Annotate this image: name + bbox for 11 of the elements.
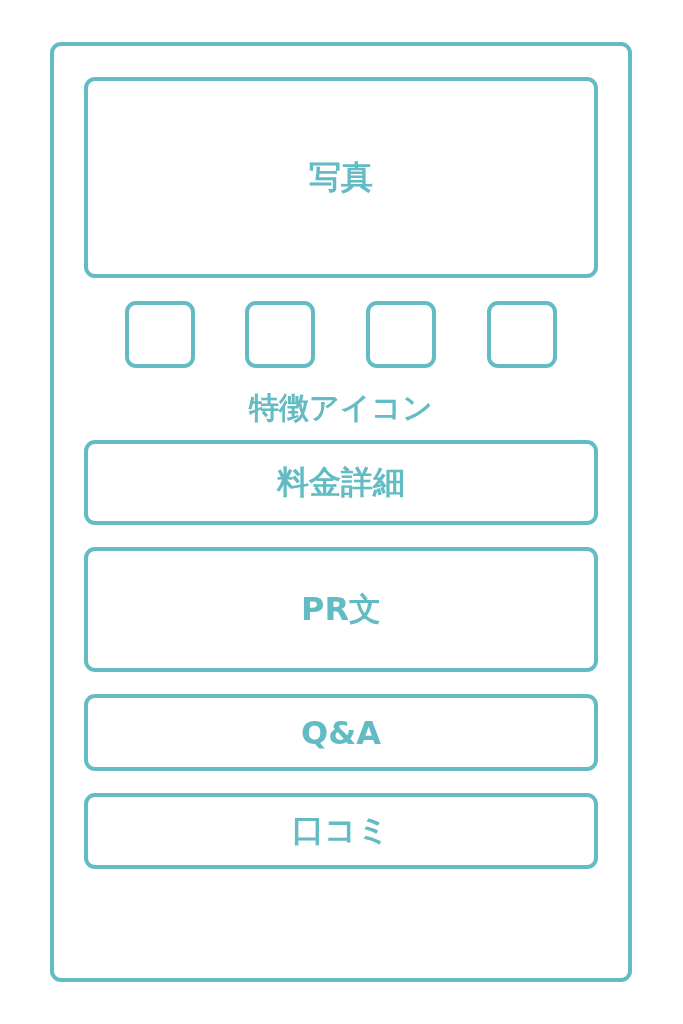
phone-frame [50,42,632,982]
section-box: 口コミ [84,793,598,869]
caption-text: 特徴アイコン [247,389,434,427]
section-box: Q&A [84,694,598,771]
icon-placeholder-box [487,301,557,368]
section-box: 写真 [84,77,598,278]
section-box: PR文 [84,547,598,672]
icon-placeholder-box [366,301,436,368]
icon-placeholder-box [245,301,315,368]
icon-placeholder-box [125,301,195,368]
section-box: 料金詳細 [84,440,598,525]
